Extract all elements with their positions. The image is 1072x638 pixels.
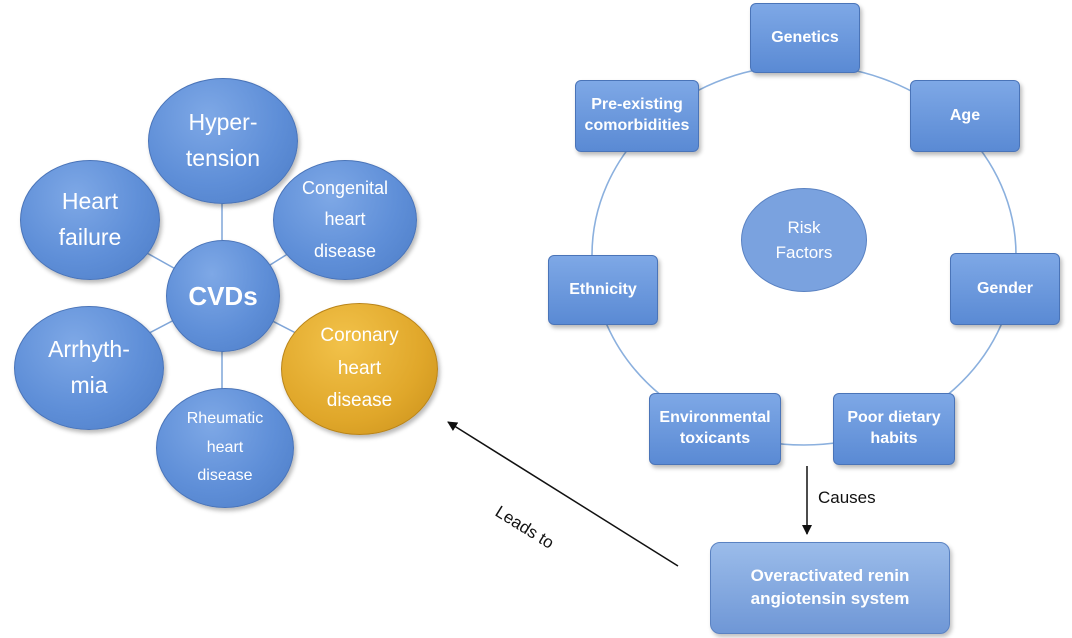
environmental-toxicants-box: Environmental toxicants	[649, 393, 781, 465]
congenital-heart-disease-node: Congenital heart disease	[273, 160, 417, 280]
hypertension-node: Hyper- tension	[148, 78, 298, 204]
gender-box: Gender	[950, 253, 1060, 325]
pre-existing-comorbidities-box: Pre-existing comorbidities	[575, 80, 699, 152]
heart-failure-node: Heart failure	[20, 160, 160, 280]
overactivated-raas-box: Overactivated renin angiotensin system	[710, 542, 950, 634]
leads-to-arrow	[447, 421, 679, 567]
coronary-heart-disease-node: Coronary heart disease	[281, 303, 438, 435]
genetics-box: Genetics	[750, 3, 860, 73]
cvds-center-node: CVDs	[166, 240, 280, 352]
risk-factors-center: Risk Factors	[741, 188, 867, 292]
poor-dietary-habits-box: Poor dietary habits	[833, 393, 955, 465]
causes-label: Causes	[818, 488, 876, 507]
rheumatic-heart-disease-node: Rheumatic heart disease	[156, 388, 294, 508]
age-box: Age	[910, 80, 1020, 152]
arrhythmia-node: Arrhyth- mia	[14, 306, 164, 430]
ethnicity-box: Ethnicity	[548, 255, 658, 325]
